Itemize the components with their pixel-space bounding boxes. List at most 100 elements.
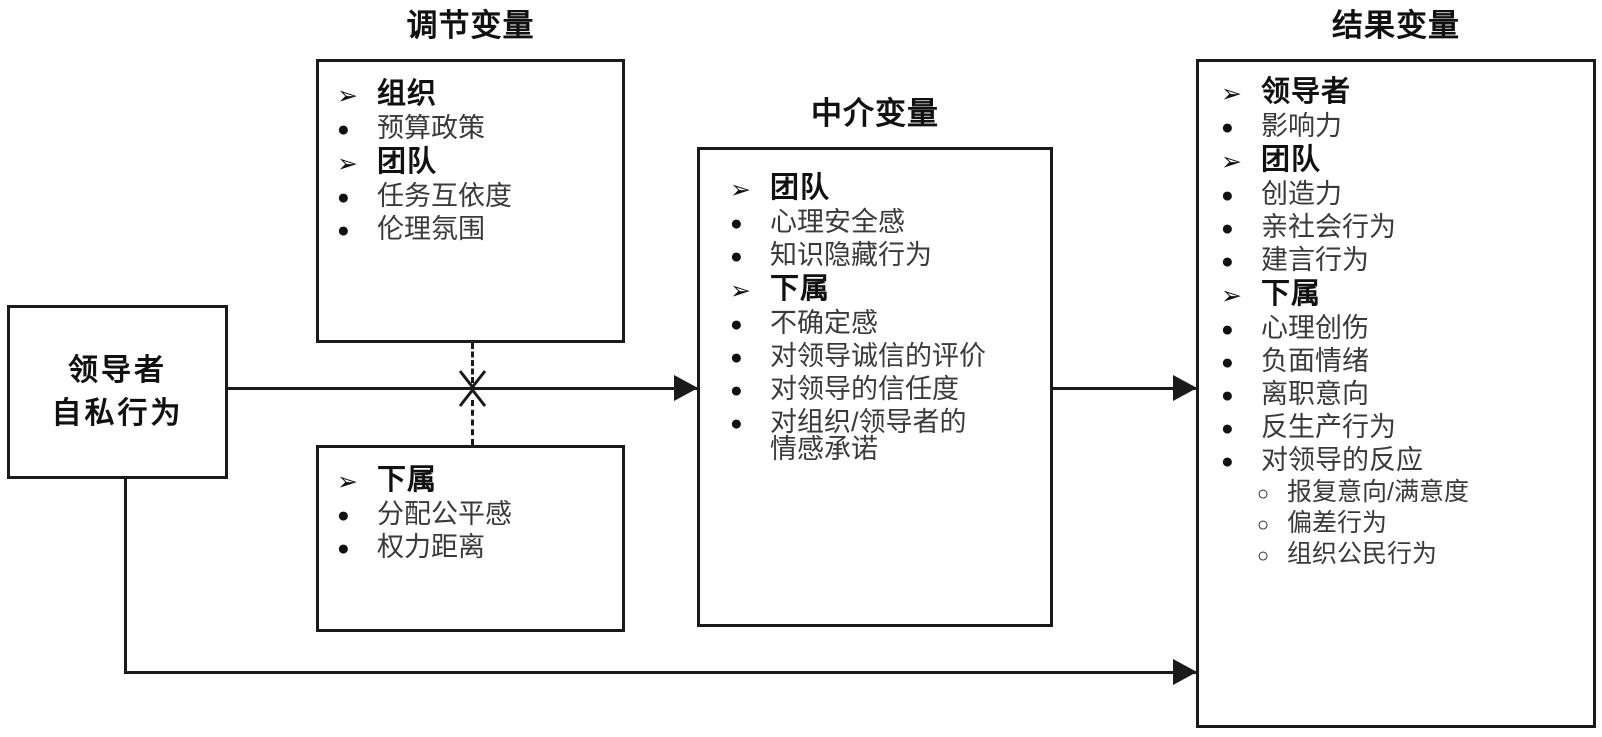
list-group-heading: ➢ 组织 [337,80,612,109]
solid-bullet-icon: ● [730,212,743,235]
arrow-bullet-icon: ➢ [1221,80,1242,108]
list-item: ● 亲社会行为 [1221,214,1583,241]
list-item: ● 心理安全感 [730,209,1040,236]
list-item-label: 权力距离 [377,532,485,562]
list-item-label: 分配公平感 [377,499,512,529]
connector-mediator-to-outcome-line [1053,387,1199,390]
solid-bullet-icon: ● [337,537,350,560]
hollow-bullet-icon: ○ [1257,545,1270,567]
list-subitem: ○偏差行为 [1221,511,1583,536]
arrow-bullet-icon: ➢ [337,150,358,178]
solid-bullet-icon: ● [730,245,743,268]
moderator-bottom-box[interactable]: ➢ 下属 ● 分配公平感 ● 权力距离 [316,445,625,632]
solid-bullet-icon: ● [730,412,743,435]
list-item-label: 领导者 [1261,76,1352,108]
solid-bullet-icon: ● [730,346,743,369]
list-group-heading: ➢ 领导者 [1221,78,1583,107]
list-item: ●影响力 [1221,113,1583,140]
solid-bullet-icon: ● [1221,417,1234,440]
list-item: ● 对领导的信任度 [730,376,1040,403]
list-item-label: 对领导的信任度 [770,374,959,404]
list-item-label: 组织 [377,78,438,110]
list-group-heading: ➢ 下属 [337,466,612,495]
list-item: ● 知识隐藏行为 [730,242,1040,269]
list-item-label: 对领导的反应 [1261,445,1423,475]
list-item-label: 不确定感 [770,308,878,338]
solid-bullet-icon: ● [1221,184,1234,207]
source-box[interactable]: 领导者 自私行为 [7,305,228,479]
list-item: ●心理创伤 [1221,315,1583,342]
solid-bullet-icon: ● [1221,384,1234,407]
solid-bullet-icon: ● [730,313,743,336]
list-item-label: 下属 [377,464,438,496]
list-subitem: ○报复意向/满意度 [1221,480,1583,505]
list-group-heading: ➢ 下属 [1221,280,1583,309]
moderator-bottom-list: ➢ 下属 ● 分配公平感 ● 权力距离 [319,448,622,575]
list-item-label: 亲社会行为 [1261,212,1396,242]
outcome-list: ➢领导者●影响力➢团队●创造力●亲社会行为●建言行为➢下属●心理创伤●负面情绪●… [1199,62,1593,581]
list-item-label: 下属 [1261,278,1322,310]
solid-bullet-icon: ● [730,379,743,402]
list-item-label: 离职意向 [1261,379,1369,409]
list-item-label: 偏差行为 [1287,509,1388,537]
arrow-bullet-icon: ➢ [730,176,751,204]
mediator-list: ➢ 团队 ● 心理安全感 ● 知识隐藏行为 ➢ 下属 ● 不确定感 ● 对领导诚信的评价 ● 对领导的信任… [700,150,1050,477]
source-box-line-2: 自私行为 [51,397,184,430]
list-item-label: 下属 [770,273,831,305]
list-item: ● 分配公平感 [337,501,612,528]
list-item: ● 任务互依度 [337,183,612,210]
list-item-label: 对组织/领导者的 情感承诺 [770,407,967,464]
outcome-section-title: 结果变量 [1332,8,1460,43]
solid-bullet-icon: ● [1221,217,1234,240]
mediator-section-title: 中介变量 [811,96,939,131]
list-item-label: 预算政策 [377,113,485,143]
list-item-label: 反生产行为 [1261,412,1396,442]
list-item: ● 离职意向 [1221,381,1583,408]
list-item: ● 对领导诚信的评价 [730,343,1040,370]
list-item-label: 知识隐藏行为 [770,240,932,270]
list-item: ●伦理氛围 [337,216,612,243]
list-item: ●负面情绪 [1221,348,1583,375]
mediator-box[interactable]: ➢ 团队 ● 心理安全感 ● 知识隐藏行为 ➢ 下属 ● 不确定感 ● 对领导诚信的评价 ● 对领导的信任… [697,147,1053,627]
list-item: ● 对组织/领导者的 情感承诺 [730,409,1040,463]
outcome-box[interactable]: ➢领导者●影响力➢团队●创造力●亲社会行为●建言行为➢下属●心理创伤●负面情绪●… [1196,59,1596,728]
list-item-label: 组织公民行为 [1287,540,1438,568]
list-item-label: 对领导诚信的评价 [770,341,986,371]
arrow-bullet-icon: ➢ [1221,282,1242,310]
connector-mediator-to-outcome-arrowhead [1173,375,1197,401]
list-subitem: ○ 组织公民行为 [1221,542,1583,567]
list-item-label: 团队 [770,172,831,204]
solid-bullet-icon: ● [1221,250,1234,273]
list-item-label: 创造力 [1261,179,1342,209]
moderation-dashed-line-bottom [471,400,474,445]
list-item-label: 心理创伤 [1261,313,1369,343]
source-box-line-1: 领导者 [68,353,167,387]
arrow-bullet-icon: ➢ [730,277,751,305]
solid-bullet-icon: ● [337,186,350,209]
list-group-heading: ➢团队 [337,148,612,177]
connector-source-to-mediator-line [228,387,698,390]
list-item-label: 任务互依度 [377,181,512,211]
list-item-label: 报复意向/满意度 [1287,478,1469,506]
list-item-label: 负面情绪 [1261,346,1369,376]
list-item: ●建言行为 [1221,247,1583,274]
moderator-section-title: 调节变量 [406,8,535,43]
moderator-top-list: ➢ 组织 ● 预算政策 ➢团队 ● 任务互依度 ●伦理氛围 [319,62,622,257]
list-item: ● 创造力 [1221,181,1583,208]
list-item: ● 反生产行为 [1221,414,1583,441]
list-group-heading: ➢ 下属 [730,275,1040,304]
solid-bullet-icon: ● [337,504,350,527]
list-item-label: 团队 [1261,144,1322,176]
arrow-bullet-icon: ➢ [337,468,358,496]
connector-source-to-mediator-arrowhead [674,375,698,401]
arrow-bullet-icon: ➢ [337,82,358,110]
moderator-top-box[interactable]: ➢ 组织 ● 预算政策 ➢团队 ● 任务互依度 ●伦理氛围 [316,59,625,343]
list-item-label: 心理安全感 [770,207,905,237]
connector-direct-arrowhead [1173,659,1197,685]
list-item: ● 预算政策 [337,115,612,142]
solid-bullet-icon: ● [337,118,350,141]
arrow-bullet-icon: ➢ [1221,148,1242,176]
list-item-label: 伦理氛围 [377,214,485,244]
list-item: ●对领导的反应 [1221,447,1583,474]
